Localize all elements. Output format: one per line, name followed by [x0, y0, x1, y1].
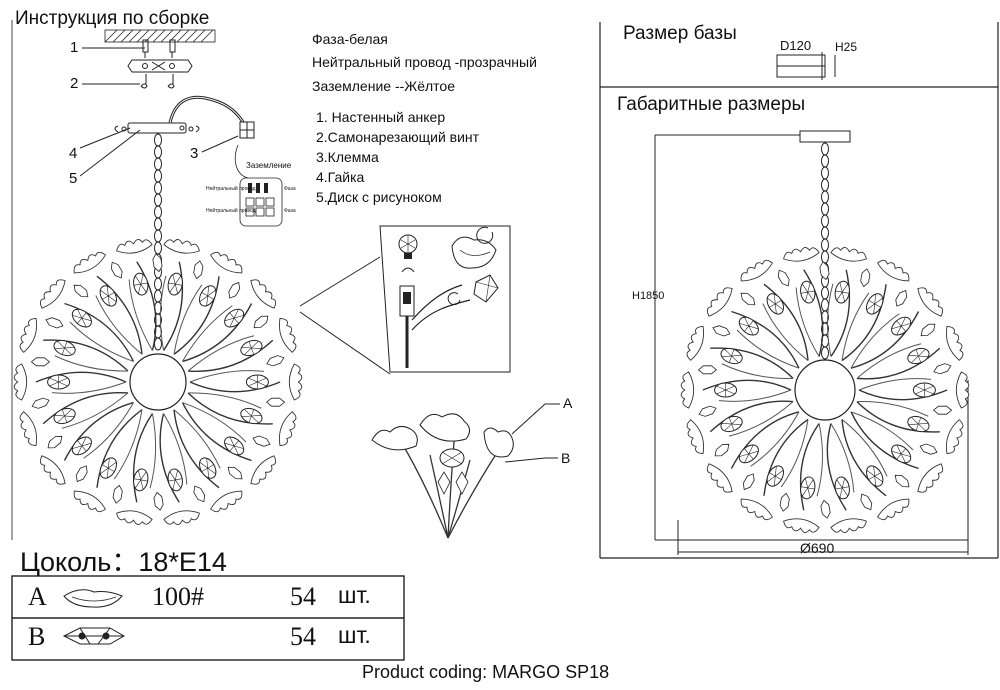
- crystal-icon: [62, 627, 126, 645]
- part-5: 5.Диск с рисунок​ом: [316, 189, 442, 205]
- row-b-unit: шт.: [338, 622, 371, 648]
- terminal-block: [239, 121, 255, 139]
- callout-4: 4: [69, 145, 78, 162]
- overall-diameter: Ø690: [800, 540, 835, 556]
- row-b-letter: B: [28, 622, 46, 651]
- row-a-qty: 54: [290, 582, 316, 611]
- zoom-detail: [299, 225, 511, 375]
- overall-height: H1850: [632, 290, 665, 302]
- callout-5: 5: [69, 170, 78, 187]
- callout-2: 2: [70, 75, 79, 92]
- base-size-title: Размер базы: [623, 23, 737, 44]
- wall-anchors: [142, 39, 176, 58]
- callout-1: 1: [70, 39, 79, 56]
- mounting-bracket: [127, 59, 193, 73]
- base-size-drawing: [776, 52, 836, 80]
- overall-size-title: Габаритные размеры: [617, 94, 806, 115]
- part-3: 3.Клемма: [316, 149, 379, 165]
- part-1: 1. Настенный анкер: [316, 109, 446, 125]
- overall-dimension-lines: [654, 130, 969, 555]
- ground-wire-label: Заземление --Жёлтое: [312, 78, 455, 94]
- label-b: B: [561, 450, 571, 466]
- label-a: A: [563, 395, 573, 411]
- socket-spec: Цоколь：18*E14: [20, 547, 227, 577]
- part-2: 2.Самонарезающий винт: [316, 129, 480, 145]
- left-chandelier: [13, 239, 303, 525]
- terminal-detail: [234, 144, 283, 227]
- base-height: H25: [835, 40, 858, 54]
- row-a-unit: шт.: [338, 582, 371, 608]
- part-4: 4.Гайка: [316, 169, 365, 185]
- callout-3: 3: [190, 145, 199, 162]
- row-a-code: 100#: [152, 582, 204, 611]
- arm-detail: [371, 413, 514, 539]
- assembly-title: Инструкция по сборке: [15, 8, 210, 29]
- ceiling-hatch: [104, 29, 216, 43]
- terminal-phase-label-bottom: Фаза: [284, 208, 296, 214]
- right-chandelier: [680, 247, 970, 533]
- base-diameter: D120: [780, 38, 812, 53]
- phase-wire-label: Фаза-белая: [312, 31, 388, 47]
- terminal-neutral-label-top: Нейтральный провод: [206, 186, 256, 192]
- row-b-qty: 54: [290, 622, 316, 651]
- callout-leaders: [79, 47, 239, 177]
- terminal-neutral-label-bottom: Нейтральный провод: [206, 208, 256, 214]
- components-table-frame: [11, 575, 405, 661]
- product-coding: Product coding: MARGO SP18: [362, 662, 610, 682]
- terminal-phase-label-top: Фаза: [284, 186, 296, 192]
- dish-icon: [63, 589, 123, 608]
- neutral-wire-label: Нейтральный провод -прозрачный: [312, 54, 537, 70]
- terminal-ground-label: Заземление: [246, 161, 292, 170]
- row-a-letter: A: [28, 582, 47, 611]
- canopy-disc: [114, 122, 200, 134]
- right-panel-frame: [599, 22, 999, 559]
